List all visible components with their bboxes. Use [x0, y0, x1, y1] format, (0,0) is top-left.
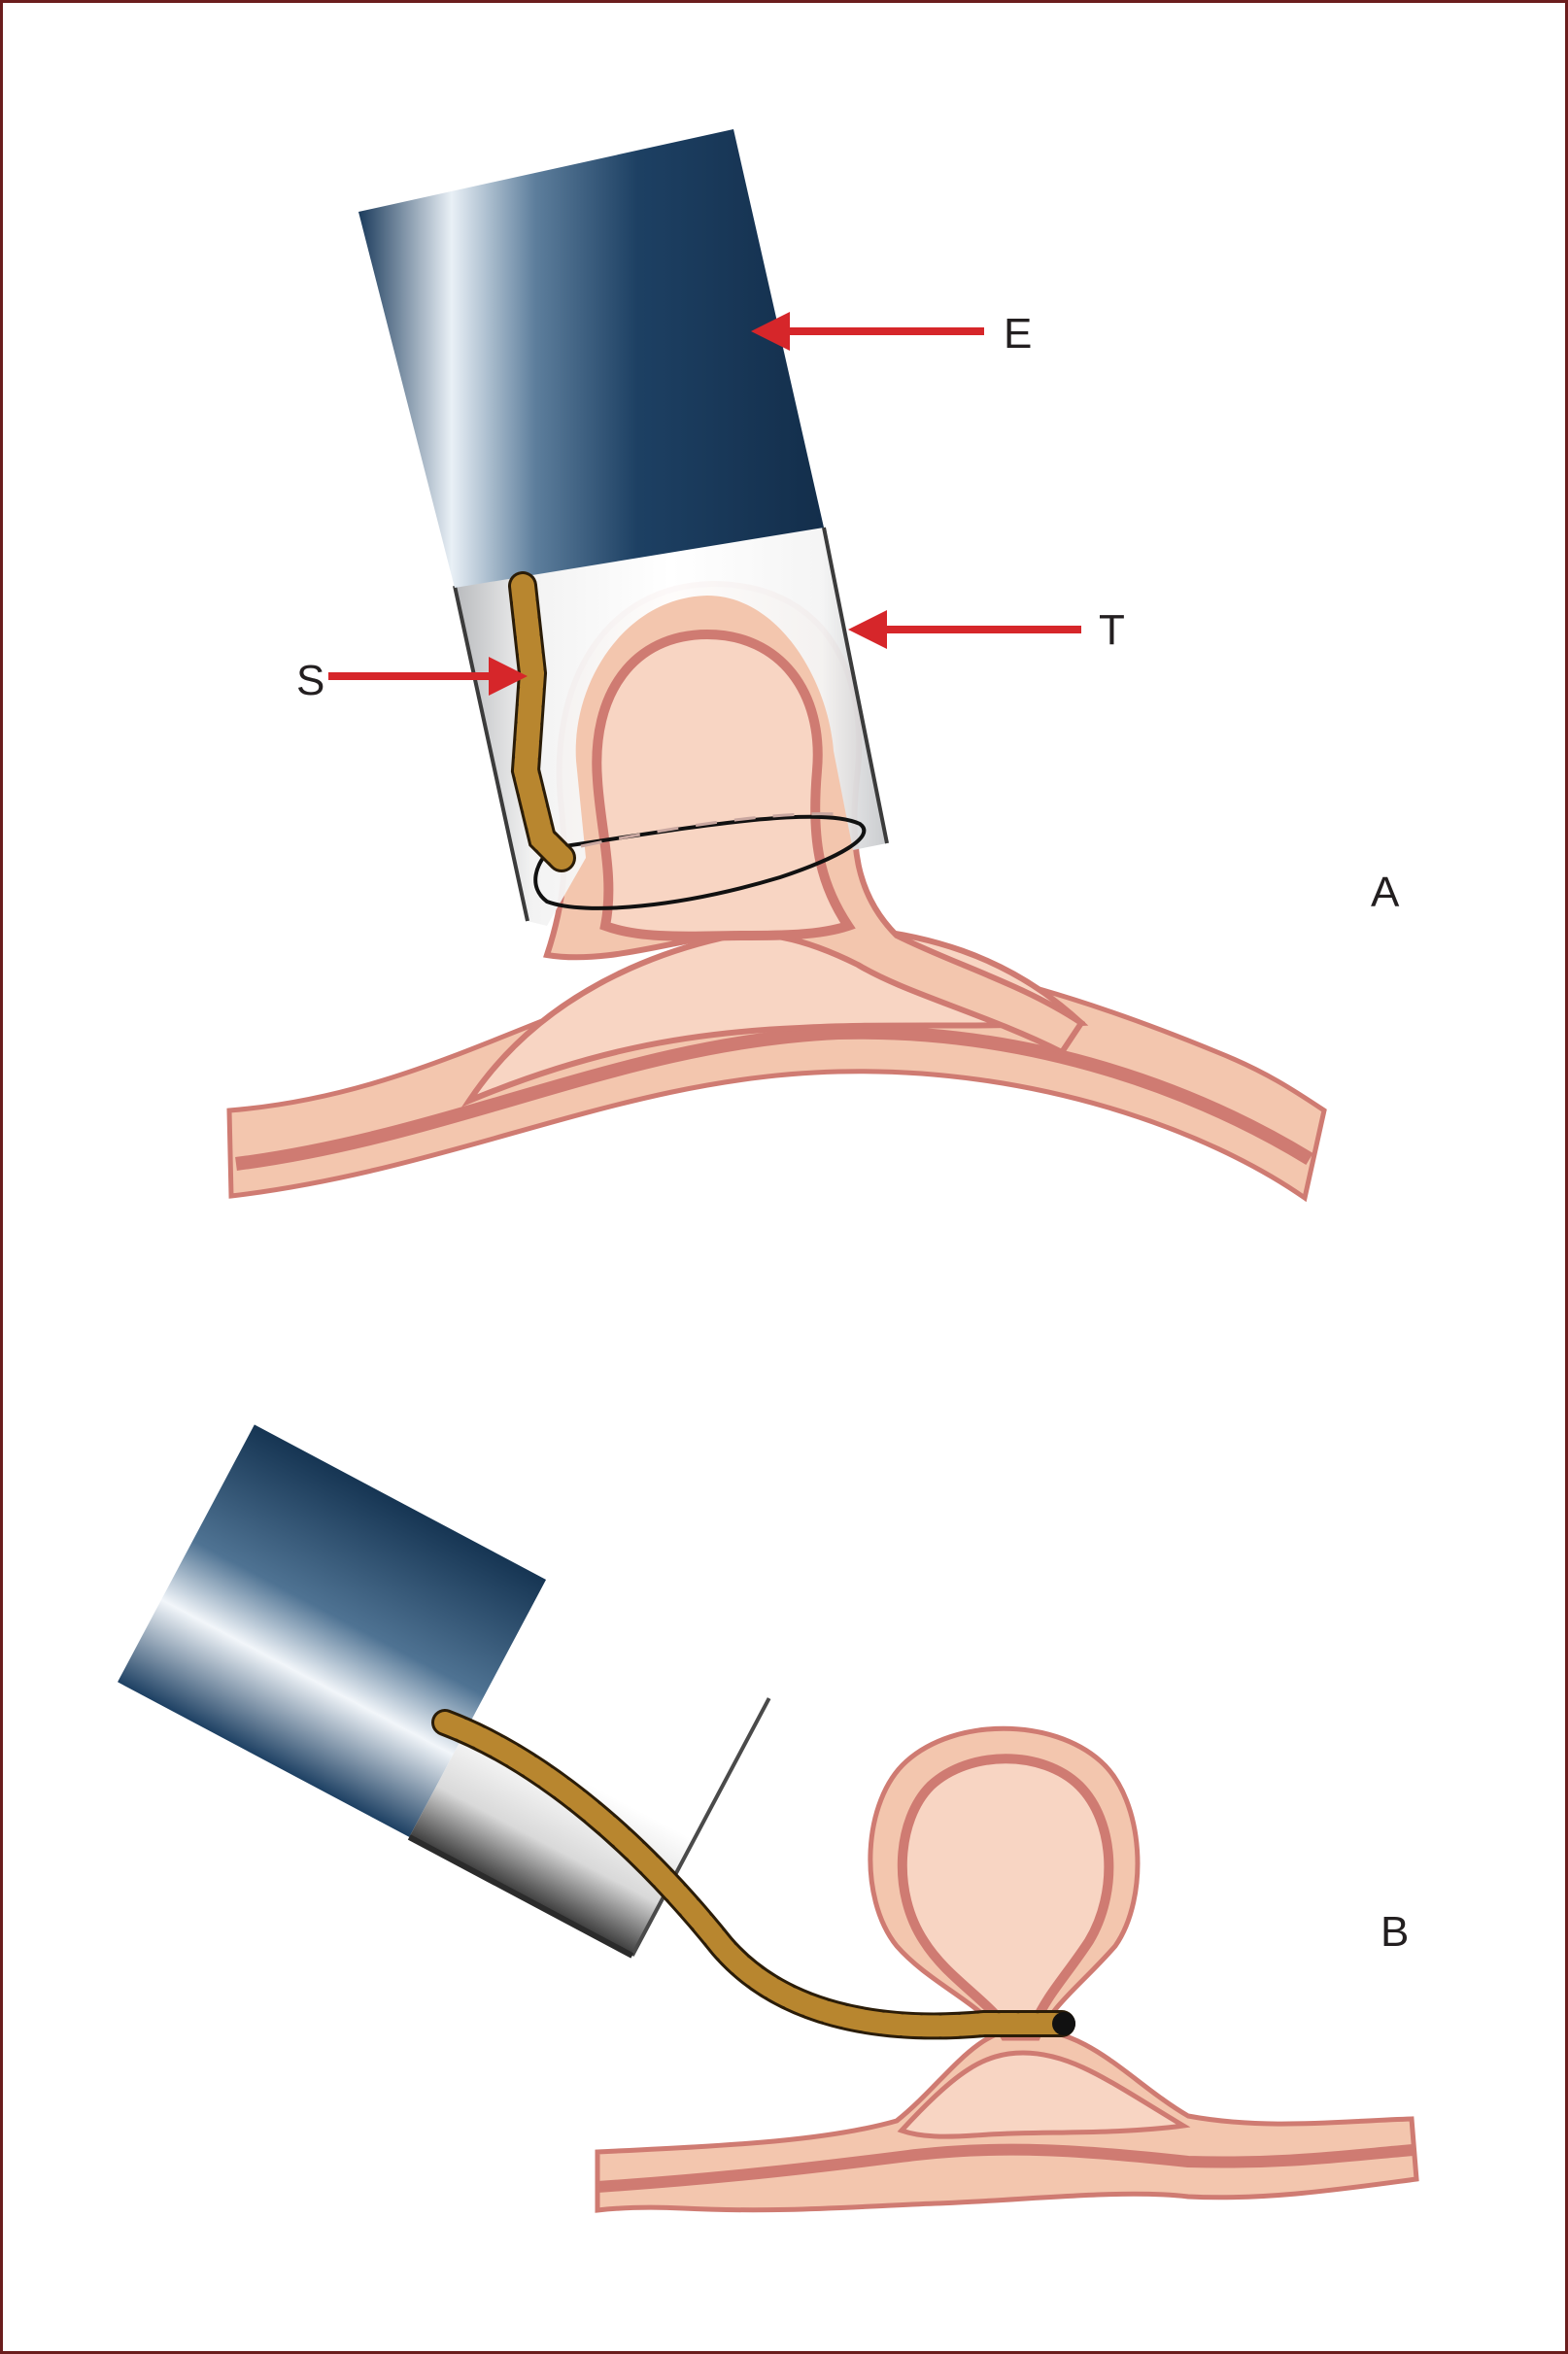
lesion-inner-a — [592, 629, 856, 941]
label-panel-b: B — [1381, 1908, 1409, 1956]
snare-sheath-a — [508, 571, 576, 872]
lesion-inner-b — [897, 1754, 1114, 2028]
endoscopic-procedure-diagram: E T S A B — [118, 129, 1419, 2213]
cap-rim-a — [453, 527, 889, 922]
panel-b: B — [118, 1424, 1419, 2213]
mucosa-layer-b — [597, 2143, 1415, 2193]
arrow-snare — [328, 657, 528, 696]
label-panel-a: A — [1371, 869, 1400, 916]
label-cap: T — [1099, 606, 1125, 654]
label-endoscope: E — [1004, 310, 1032, 358]
submucosal-cushion-b — [897, 2050, 1191, 2139]
transparent-cap-b — [409, 1580, 769, 1956]
mucosa-layer-a — [235, 1025, 1313, 1171]
arrow-endoscope — [751, 312, 984, 351]
snare-loop-back-a — [580, 812, 839, 848]
panel-a: E T S A — [226, 129, 1400, 1203]
snare-loop-a — [533, 814, 867, 910]
label-snare: S — [296, 657, 324, 704]
endoscope-a — [358, 129, 824, 588]
snare-sheath-b — [431, 1709, 1075, 2040]
transparent-cap-a — [455, 528, 887, 926]
snare-tip-b — [1052, 2012, 1075, 2035]
arrow-cap — [848, 610, 1081, 649]
